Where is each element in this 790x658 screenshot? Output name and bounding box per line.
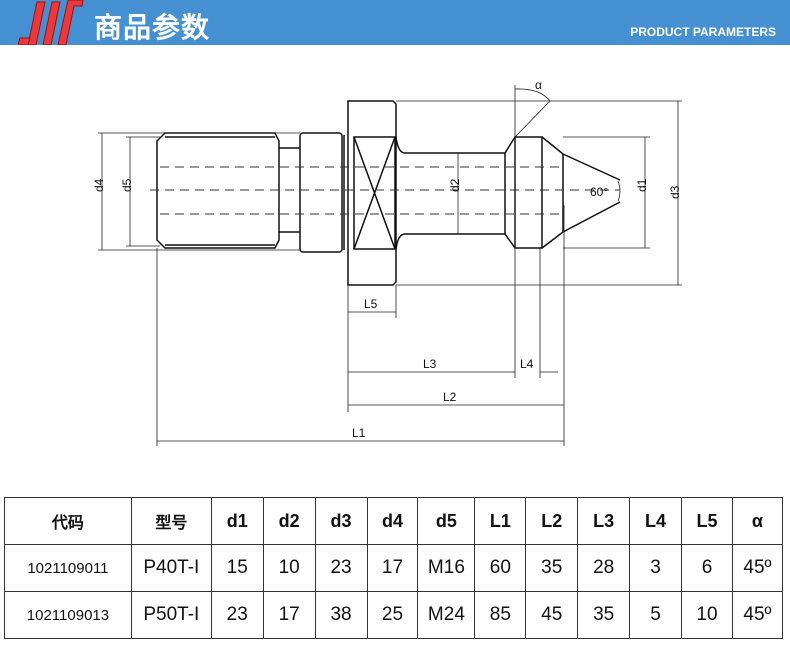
header-cell: d3: [314, 497, 368, 545]
table-cell: 15: [210, 544, 264, 592]
label-L1: L1: [352, 426, 366, 440]
label-d1: d1: [635, 178, 649, 192]
header-cell: d1: [210, 497, 264, 545]
dimension-lines: [98, 85, 682, 446]
brand-logo-icon: [18, 0, 84, 45]
table-cell: 17: [366, 544, 419, 592]
table-cell: 45: [525, 591, 579, 639]
center-lines: [150, 166, 620, 215]
table-header-row: 代码 型号 d1 d2 d3 d4 d5 L1 L2 L3 L4 L5 α: [4, 497, 784, 545]
table-cell: 28: [577, 544, 631, 592]
label-d4: d4: [92, 178, 106, 192]
header-cell: L5: [681, 497, 733, 545]
label-d3: d3: [668, 185, 682, 199]
label-L4: L4: [520, 357, 534, 371]
label-alpha: α: [535, 78, 542, 92]
table-cell: 35: [577, 591, 631, 639]
table-cell: 38: [314, 591, 368, 639]
table-cell: 10: [681, 591, 733, 639]
table-cell: 1021109011: [4, 544, 132, 592]
table-cell: P40T-I: [130, 544, 212, 592]
header-banner: 商品参数 PRODUCT PARAMETERS: [0, 0, 790, 45]
header-cell: 代码: [4, 497, 132, 545]
label-L2: L2: [443, 390, 457, 404]
table-cell: 85: [474, 591, 527, 639]
table-cell: 3: [629, 544, 683, 592]
pull-stud-drawing: d4 d5 d2 d1 d3 60° α L5 L3 L4 L2 L1: [92, 78, 682, 446]
table-cell: M16: [417, 544, 476, 592]
table-cell: 45º: [731, 544, 784, 592]
table-cell: 23: [210, 591, 264, 639]
part-outline: [156, 100, 621, 286]
label-cone-angle: 60°: [590, 185, 608, 199]
table-row: 1021109013 P50T-I 23 17 38 25 M24 85 45 …: [4, 591, 784, 639]
header-cell: d2: [262, 497, 316, 545]
header-cell: L4: [629, 497, 683, 545]
table-cell: 60: [474, 544, 527, 592]
table-cell: 23: [314, 544, 368, 592]
table-cell: 6: [681, 544, 733, 592]
label-d5: d5: [120, 178, 134, 192]
header-cell: α: [731, 497, 784, 545]
table-cell: 35: [525, 544, 579, 592]
section-title: 商品参数: [94, 11, 211, 44]
table-cell: 5: [629, 591, 683, 639]
label-L5: L5: [364, 297, 378, 311]
section-subtitle: PRODUCT PARAMETERS: [630, 25, 776, 39]
table-cell: 25: [366, 591, 419, 639]
table-cell: P50T-I: [130, 591, 212, 639]
table-cell: 1021109013: [4, 591, 132, 639]
table-cell: 10: [262, 544, 316, 592]
label-L3: L3: [423, 357, 437, 371]
table-row: 1021109011 P40T-I 15 10 23 17 M16 60 35 …: [4, 544, 784, 592]
header-cell: 型号: [130, 497, 212, 545]
header-cell: L1: [474, 497, 527, 545]
table-cell: 17: [262, 591, 316, 639]
parameters-table: 代码 型号 d1 d2 d3 d4 d5 L1 L2 L3 L4 L5 α 10…: [4, 497, 784, 639]
label-d2: d2: [448, 178, 462, 192]
table-cell: 45º: [731, 591, 784, 639]
header-cell: L3: [577, 497, 631, 545]
header-cell: d5: [417, 497, 476, 545]
table-cell: M24: [417, 591, 476, 639]
header-cell: L2: [525, 497, 579, 545]
header-cell: d4: [366, 497, 419, 545]
